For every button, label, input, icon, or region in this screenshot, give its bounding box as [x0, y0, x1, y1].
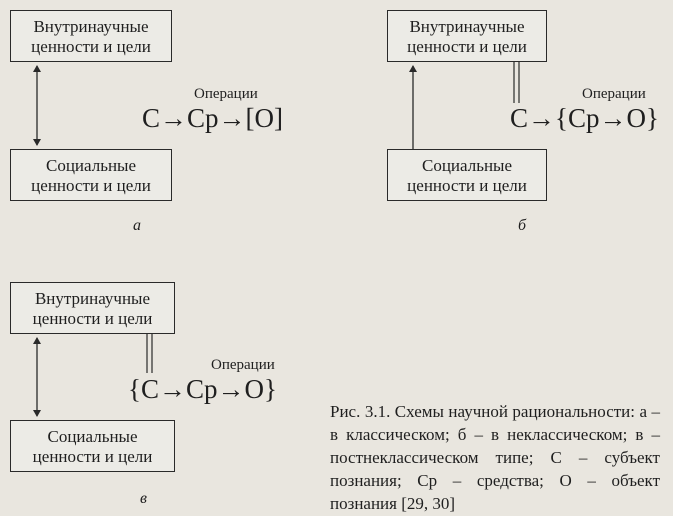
diagram-a-top-box: Внутринаучные ценности и цели	[10, 10, 172, 62]
diagram-a-operations-label: Операции	[194, 86, 258, 102]
box-line-1: Социальные	[421, 156, 513, 175]
box-line-1: Внутринаучные	[33, 17, 149, 36]
diagram-v-bottom-box: Социальные ценности и цели	[10, 420, 175, 472]
diagram-b-letter: б	[518, 217, 527, 234]
box-line-1: Социальные	[47, 427, 138, 446]
box-line-2: ценности и цели	[407, 37, 527, 56]
diagram-b-top-box: Внутринаучные ценности и цели	[387, 10, 547, 62]
diagram-b-bottom-box: Социальные ценности и цели	[387, 149, 547, 201]
box-line-2: ценности и цели	[32, 309, 153, 328]
diagram-a-bottom-box: Социальные ценности и цели	[10, 149, 172, 201]
box-line-2: ценности и цели	[31, 176, 151, 195]
diagram-v-letter: в	[140, 490, 147, 507]
box-line-2: ценности и цели	[407, 176, 527, 195]
diagram-v-operations-label: Операции	[211, 357, 275, 373]
diagram-a-letter: а	[133, 217, 141, 234]
figure-caption: Рис. 3.1. Схемы научной рациональности: …	[330, 402, 660, 513]
box-line-2: ценности и цели	[32, 447, 153, 466]
diagram-a-formula: C→Cp→[O]	[142, 103, 283, 133]
box-line-1: Внутринаучные	[34, 289, 151, 308]
diagram-b-formula: C→{Cp→O}	[510, 103, 659, 133]
box-line-2: ценности и цели	[31, 37, 151, 56]
diagram-v-formula: {C→Cp→O}	[128, 374, 277, 404]
diagram-v-top-box: Внутринаучные ценности и цели	[10, 282, 175, 334]
diagram-b-operations-label: Операции	[582, 86, 646, 102]
box-line-1: Внутринаучные	[409, 17, 525, 36]
box-line-1: Социальные	[45, 156, 137, 175]
